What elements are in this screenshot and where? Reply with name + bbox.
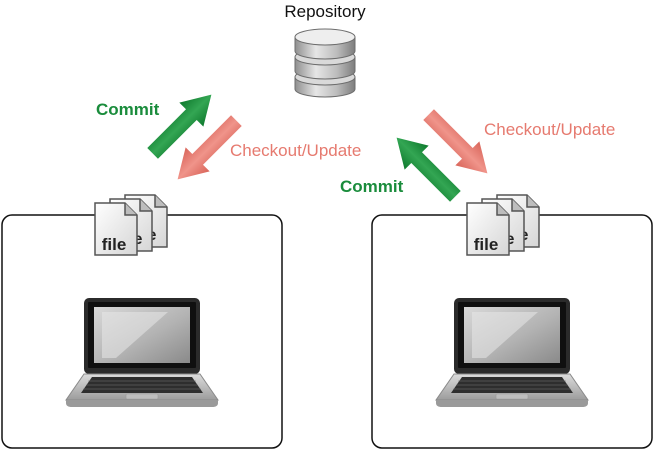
repository-label: Repository	[284, 2, 366, 21]
laptop-icon	[435, 297, 589, 408]
document-stack-icon	[467, 195, 539, 255]
checkout-label-left: Checkout/Update	[230, 141, 362, 160]
laptop-icon	[65, 297, 219, 408]
document-stack-icon	[95, 195, 167, 255]
checkout-label-right: Checkout/Update	[484, 120, 616, 139]
commit-label-right: Commit	[340, 177, 404, 196]
database-icon	[294, 28, 356, 98]
commit-label-left: Commit	[96, 100, 160, 119]
